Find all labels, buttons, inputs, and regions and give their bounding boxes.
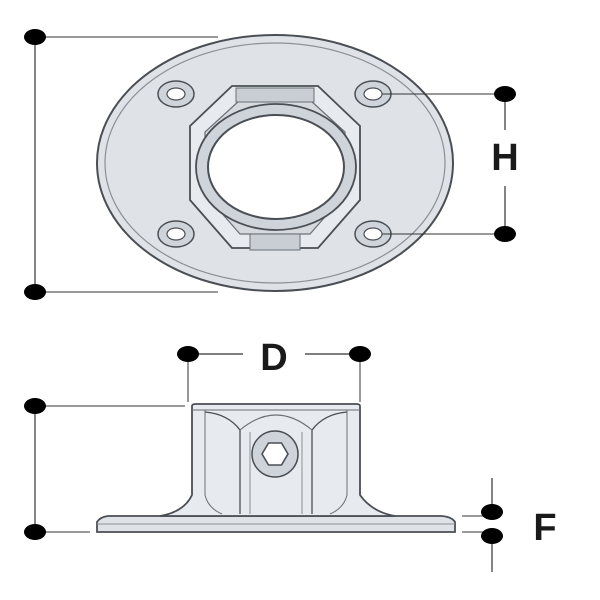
dimension-dot bbox=[481, 504, 503, 520]
dimension-dot bbox=[177, 346, 199, 362]
side-view: D F bbox=[24, 337, 557, 572]
label-d: D bbox=[260, 337, 287, 379]
hex-socket-screw bbox=[251, 430, 299, 478]
dimension-dot bbox=[349, 346, 371, 362]
mounting-hole-bottom-left bbox=[157, 220, 195, 248]
label-h: H bbox=[491, 137, 518, 179]
hole-spacing-dimension: H bbox=[382, 86, 519, 242]
dimension-dot bbox=[494, 86, 516, 102]
mounting-hole-bottom-right bbox=[354, 220, 392, 248]
boss-flat-bottom bbox=[249, 233, 301, 251]
diameter-dimension: D bbox=[177, 337, 371, 402]
dimension-dot bbox=[481, 528, 503, 544]
outer-diameter-dimension bbox=[24, 29, 218, 300]
dimension-dot bbox=[24, 398, 46, 414]
overall-height-dimension bbox=[24, 398, 185, 540]
flange-thickness-dimension: F bbox=[462, 478, 557, 572]
dimension-dot bbox=[24, 29, 46, 45]
boss-flat-top bbox=[235, 87, 315, 103]
mounting-hole-top-left bbox=[157, 80, 195, 108]
dimension-dot bbox=[24, 284, 46, 300]
flange-inner-rim bbox=[104, 42, 446, 284]
dimension-dot bbox=[494, 226, 516, 242]
mounting-hole-top-right bbox=[354, 80, 392, 108]
label-f: F bbox=[533, 507, 556, 549]
bore-hole bbox=[207, 114, 345, 220]
top-view: H bbox=[24, 29, 519, 300]
dimension-dot bbox=[24, 524, 46, 540]
